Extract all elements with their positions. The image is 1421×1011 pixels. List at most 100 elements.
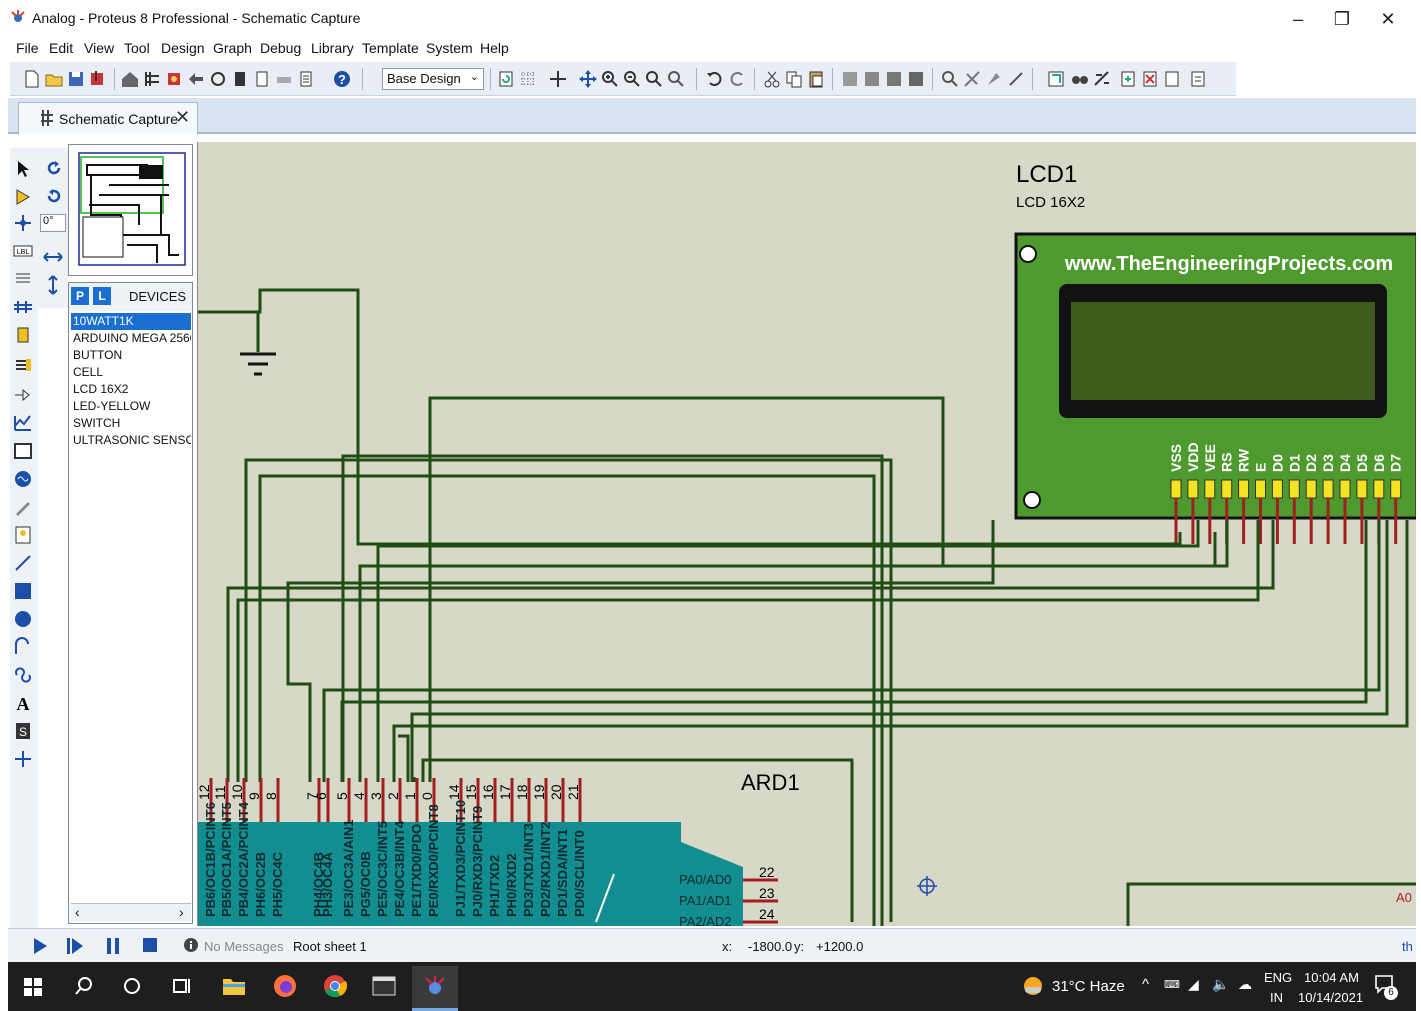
devices-horizontal-scrollbar[interactable]: ‹ › xyxy=(71,903,191,921)
file-explorer-icon[interactable] xyxy=(222,975,246,997)
cortana-icon[interactable] xyxy=(122,976,142,996)
design-variant-select[interactable]: Base Design ⌄ xyxy=(382,68,484,90)
new-sheet-icon[interactable] xyxy=(1118,69,1138,89)
make-device-icon[interactable] xyxy=(962,69,982,89)
scroll-left-icon[interactable]: ‹ xyxy=(75,904,80,920)
component-mode-icon[interactable] xyxy=(12,186,34,208)
lcd-pin-d5[interactable]: D5 xyxy=(1354,454,1370,544)
close-button[interactable]: ✕ xyxy=(1380,9,1396,29)
volume-icon[interactable]: 🔈 xyxy=(1212,976,1230,992)
copy-icon[interactable] xyxy=(784,69,804,89)
circle-tool-icon[interactable] xyxy=(12,608,34,630)
terminals-icon[interactable] xyxy=(12,354,34,376)
menu-debug[interactable]: Debug xyxy=(260,40,302,56)
project-icon[interactable] xyxy=(274,69,294,89)
device-list-item[interactable]: LED-YELLOW xyxy=(73,399,151,413)
notepad-icon[interactable] xyxy=(296,69,316,89)
menu-file[interactable]: File xyxy=(16,40,39,56)
origin-icon[interactable] xyxy=(548,69,568,89)
wires[interactable] xyxy=(198,288,1416,926)
pick-device-icon[interactable] xyxy=(940,69,960,89)
property-assignment-icon[interactable] xyxy=(1092,69,1112,89)
mirror-horizontal-icon[interactable] xyxy=(42,248,64,266)
device-list-item[interactable]: BUTTON xyxy=(73,348,123,362)
wire-autorouter-icon[interactable] xyxy=(1046,69,1066,89)
device-list-item[interactable]: LCD 16X2 xyxy=(73,382,129,396)
open-file-icon[interactable] xyxy=(44,69,64,89)
lcd-pin-d0[interactable]: D0 xyxy=(1269,454,1285,544)
netlist-to-ares-icon[interactable] xyxy=(1188,69,1208,89)
block-delete-icon[interactable] xyxy=(906,69,926,89)
menu-system[interactable]: System xyxy=(426,40,473,56)
import-icon[interactable] xyxy=(88,69,108,89)
save-icon[interactable] xyxy=(66,69,86,89)
firefox-icon[interactable] xyxy=(272,973,298,999)
search-tag-icon[interactable] xyxy=(1070,69,1090,89)
zoom-in-icon[interactable] xyxy=(600,69,620,89)
library-manager-button[interactable]: L xyxy=(93,287,111,305)
search-icon[interactable] xyxy=(74,976,94,996)
subcircuit-icon[interactable] xyxy=(12,324,34,346)
tape-recorder-icon[interactable] xyxy=(12,440,34,462)
cut-icon[interactable] xyxy=(762,69,782,89)
help-icon[interactable]: ? xyxy=(332,69,352,89)
region-indicator[interactable]: IN xyxy=(1270,990,1283,1005)
virtual-instruments-icon[interactable] xyxy=(12,524,34,546)
lcd-pin-vss[interactable]: VSS xyxy=(1168,444,1184,544)
refresh-icon[interactable] xyxy=(496,69,516,89)
design-explorer-icon[interactable] xyxy=(208,69,228,89)
language-indicator[interactable]: ENG xyxy=(1264,970,1293,985)
menu-help[interactable]: Help xyxy=(480,40,509,56)
notes-icon[interactable] xyxy=(252,69,272,89)
terminal-icon[interactable] xyxy=(372,975,396,997)
gerber-icon[interactable] xyxy=(186,69,206,89)
onedrive-icon[interactable]: ☁ xyxy=(1238,976,1252,992)
step-icon[interactable] xyxy=(66,937,84,955)
chevron-up-icon[interactable]: ^ xyxy=(1142,976,1150,993)
block-rotate-icon[interactable] xyxy=(884,69,904,89)
pcb-icon[interactable] xyxy=(164,69,184,89)
lcd-pin-vdd[interactable]: VDD xyxy=(1185,442,1201,544)
proteus-taskbar-button[interactable] xyxy=(412,966,458,1011)
text-script-icon[interactable] xyxy=(12,268,34,290)
bom-icon[interactable] xyxy=(230,69,250,89)
overview-window[interactable] xyxy=(68,144,193,276)
messages-status[interactable]: No Messages xyxy=(204,939,284,954)
scroll-right-icon[interactable]: › xyxy=(179,904,184,920)
chrome-icon[interactable] xyxy=(322,973,348,999)
tab-close-icon[interactable]: ✕ xyxy=(175,107,191,127)
menu-design[interactable]: Design xyxy=(161,40,205,56)
rotation-angle-field[interactable]: 0° xyxy=(40,214,66,232)
exit-to-parent-icon[interactable] xyxy=(1162,69,1182,89)
device-pins-icon[interactable] xyxy=(12,384,34,406)
lcd-pin-vee[interactable]: VEE xyxy=(1202,444,1218,544)
device-list-item[interactable]: SWITCH xyxy=(73,416,121,430)
device-list-item[interactable]: ULTRASONIC SENSOR xyxy=(73,433,191,447)
probe-marker-icon[interactable] xyxy=(917,876,937,896)
lcd-pin-d3[interactable]: D3 xyxy=(1320,454,1336,544)
mirror-vertical-icon[interactable] xyxy=(44,274,62,296)
symbol-tool-icon[interactable]: S xyxy=(12,720,34,742)
box-tool-icon[interactable] xyxy=(12,580,34,602)
arduino-mega-board[interactable]: 12PB6/OC1B/PCINT611PB5/OC1A/PCINT510PB4/… xyxy=(198,778,778,926)
redo-icon[interactable] xyxy=(728,69,748,89)
